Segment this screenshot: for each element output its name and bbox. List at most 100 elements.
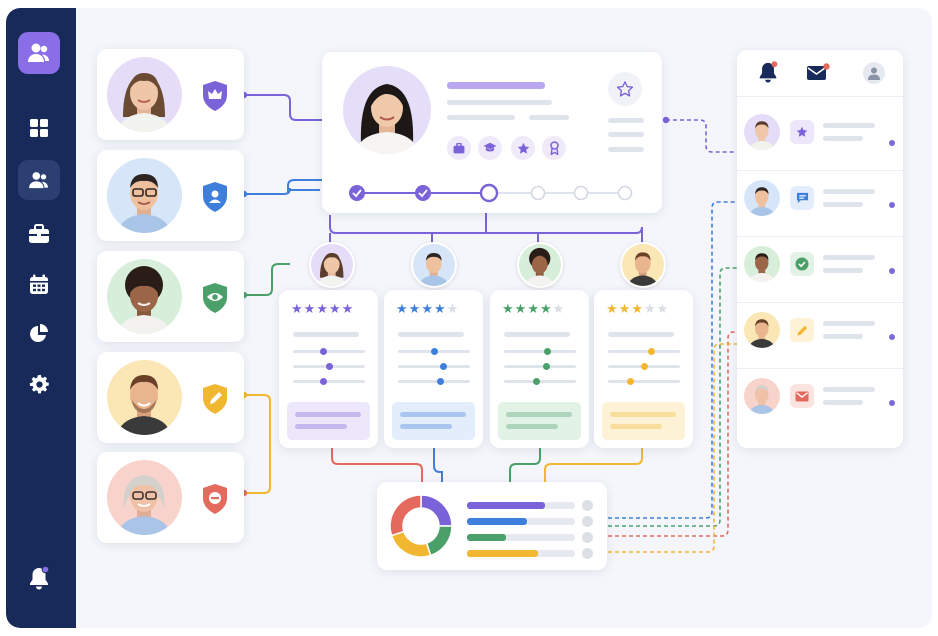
mail-icon: [807, 63, 830, 80]
badge-star: [511, 136, 535, 160]
rating-card[interactable]: ★★★★★: [279, 290, 378, 448]
meta-placeholder: [608, 147, 644, 152]
notification-item[interactable]: [737, 372, 903, 432]
slider-knob[interactable]: [320, 378, 328, 385]
avatar: [107, 360, 182, 435]
star-icon: ★: [552, 302, 566, 317]
skill-slider[interactable]: [504, 350, 576, 353]
person-card[interactable]: [97, 452, 244, 543]
notification-item[interactable]: [737, 108, 903, 171]
star-icon: ★: [643, 302, 657, 317]
profile-button[interactable]: [863, 62, 885, 84]
bell-icon: [759, 61, 778, 83]
nav-users[interactable]: [18, 160, 60, 200]
slider-knob[interactable]: [641, 363, 648, 370]
comment-box: [602, 402, 685, 440]
mail-icon: [790, 384, 814, 408]
nav-settings[interactable]: [18, 364, 60, 404]
notification-item[interactable]: [737, 240, 903, 303]
label-placeholder: [293, 332, 359, 337]
candidate-avatar[interactable]: [620, 242, 666, 288]
divider: [737, 170, 903, 171]
avatar: [744, 378, 780, 414]
pencil-shield-icon: [201, 383, 229, 420]
gear-icon: [29, 374, 49, 393]
rating-card[interactable]: ★★★★★: [594, 290, 693, 448]
candidate-avatar[interactable]: [517, 242, 563, 288]
person-shield-icon: [201, 181, 229, 218]
notification-text-placeholder: [823, 255, 875, 260]
avatar: [107, 259, 182, 334]
nav-calendar[interactable]: [18, 264, 60, 304]
candidate-avatar[interactable]: [309, 242, 355, 288]
summary-bar-fill: [467, 550, 539, 557]
slider-knob[interactable]: [320, 348, 328, 355]
skill-slider[interactable]: [398, 380, 470, 383]
star-icon: ★: [606, 302, 619, 317]
slider-knob[interactable]: [439, 363, 447, 370]
skill-slider[interactable]: [398, 365, 470, 368]
star-icon: ★: [328, 302, 342, 317]
nav-dashboard[interactable]: [18, 108, 60, 148]
star-rating: ★★★★★: [502, 302, 565, 317]
rating-card[interactable]: ★★★★★: [490, 290, 589, 448]
slider-knob[interactable]: [542, 363, 550, 370]
star-icon: ★: [446, 302, 460, 317]
person-card[interactable]: [97, 251, 244, 342]
divider: [737, 302, 903, 303]
app-logo[interactable]: [18, 32, 60, 74]
star-icon: ★: [433, 302, 447, 317]
nav-notifications[interactable]: [18, 558, 60, 598]
candidate-avatar[interactable]: [411, 242, 457, 288]
graduation-cap-icon: [483, 142, 497, 152]
skill-slider[interactable]: [608, 380, 680, 383]
unread-dot: [889, 334, 895, 340]
mail-button[interactable]: [806, 63, 830, 86]
skill-slider[interactable]: [293, 350, 365, 353]
person-card[interactable]: [97, 352, 244, 443]
title-placeholder: [447, 100, 552, 105]
star-icon: ★: [408, 302, 422, 317]
slider-knob[interactable]: [533, 378, 541, 385]
nav-jobs[interactable]: [18, 214, 60, 254]
summary-bar-fill: [467, 534, 506, 541]
skill-slider[interactable]: [608, 350, 680, 353]
star-icon: [790, 120, 814, 144]
unread-dot: [889, 202, 895, 208]
minus-shield-icon: [201, 483, 229, 520]
notification-text-placeholder: [823, 136, 863, 141]
skill-slider[interactable]: [293, 380, 365, 383]
slider-knob[interactable]: [626, 378, 634, 385]
bell-button[interactable]: [757, 61, 779, 88]
skill-slider[interactable]: [504, 365, 576, 368]
briefcase-icon: [453, 142, 465, 153]
profile-card[interactable]: [322, 52, 662, 213]
slider-knob[interactable]: [648, 348, 656, 355]
users-icon: [28, 43, 49, 62]
slider-knob[interactable]: [436, 378, 444, 385]
summary-bar-fill: [467, 518, 528, 525]
badge-briefcase: [447, 136, 471, 160]
slider-knob[interactable]: [544, 348, 552, 355]
avatar: [744, 114, 780, 150]
notification-text-placeholder: [823, 202, 863, 207]
rating-card[interactable]: ★★★★★: [384, 290, 483, 448]
donut-slice: [389, 494, 422, 537]
summary-card[interactable]: [377, 482, 607, 570]
comment-box: [392, 402, 475, 440]
notification-item[interactable]: [737, 174, 903, 237]
star-rating: ★★★★★: [606, 302, 669, 317]
notification-item[interactable]: [737, 306, 903, 369]
slider-knob[interactable]: [431, 348, 438, 355]
divider: [737, 96, 903, 97]
favorite-button[interactable]: [608, 72, 642, 106]
slider-knob[interactable]: [326, 363, 333, 370]
person-card[interactable]: [97, 49, 244, 140]
star-icon: ★: [539, 302, 553, 317]
nav-reports[interactable]: [18, 314, 60, 354]
notification-text-placeholder: [823, 334, 863, 339]
briefcase-icon: [29, 224, 49, 243]
person-card[interactable]: [97, 150, 244, 241]
star-icon: ★: [502, 302, 515, 317]
summary-bar-track: [467, 534, 575, 541]
